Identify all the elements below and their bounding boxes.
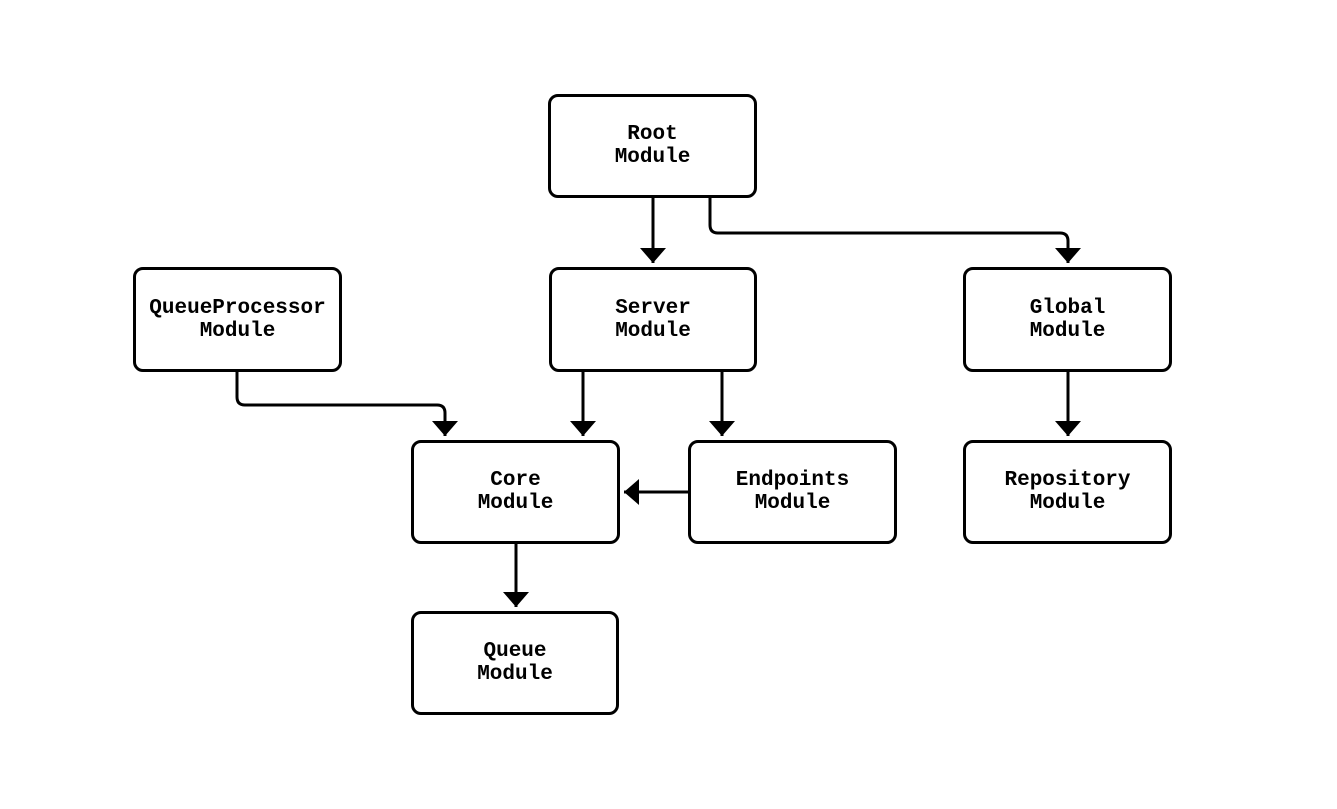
node-endpoints-module: Endpoints Module [688,440,897,544]
node-label-line: Repository [1004,469,1131,492]
node-label-line: Core [490,469,541,492]
node-label-line: Endpoints [735,469,850,492]
node-label-line: Module [199,319,276,343]
node-label-line: Root [627,123,678,146]
node-queueprocessor-module: QueueProcessor Module [133,267,342,372]
node-label-line: Module [614,146,691,169]
node-label-line: Module [615,319,691,343]
node-label-line: Module [477,663,553,686]
node-label-line: Module [754,492,831,515]
edge-queueprocessor-to-core [235,372,458,436]
edge-root-to-global [708,198,1081,263]
node-root-module: Root Module [548,94,757,198]
node-server-module: Server Module [549,267,757,372]
node-label-line: QueueProcessor [149,296,326,320]
node-label-line: Global [1029,296,1106,320]
node-label-line: Module [1029,319,1106,343]
node-repository-module: Repository Module [963,440,1172,544]
node-core-module: Core Module [411,440,620,544]
node-label-line: Module [477,492,554,515]
node-global-module: Global Module [963,267,1172,372]
node-label-line: Module [1029,492,1106,515]
node-label-line: Server [615,296,691,320]
node-queue-module: Queue Module [411,611,619,715]
node-label-line: Queue [483,640,547,663]
